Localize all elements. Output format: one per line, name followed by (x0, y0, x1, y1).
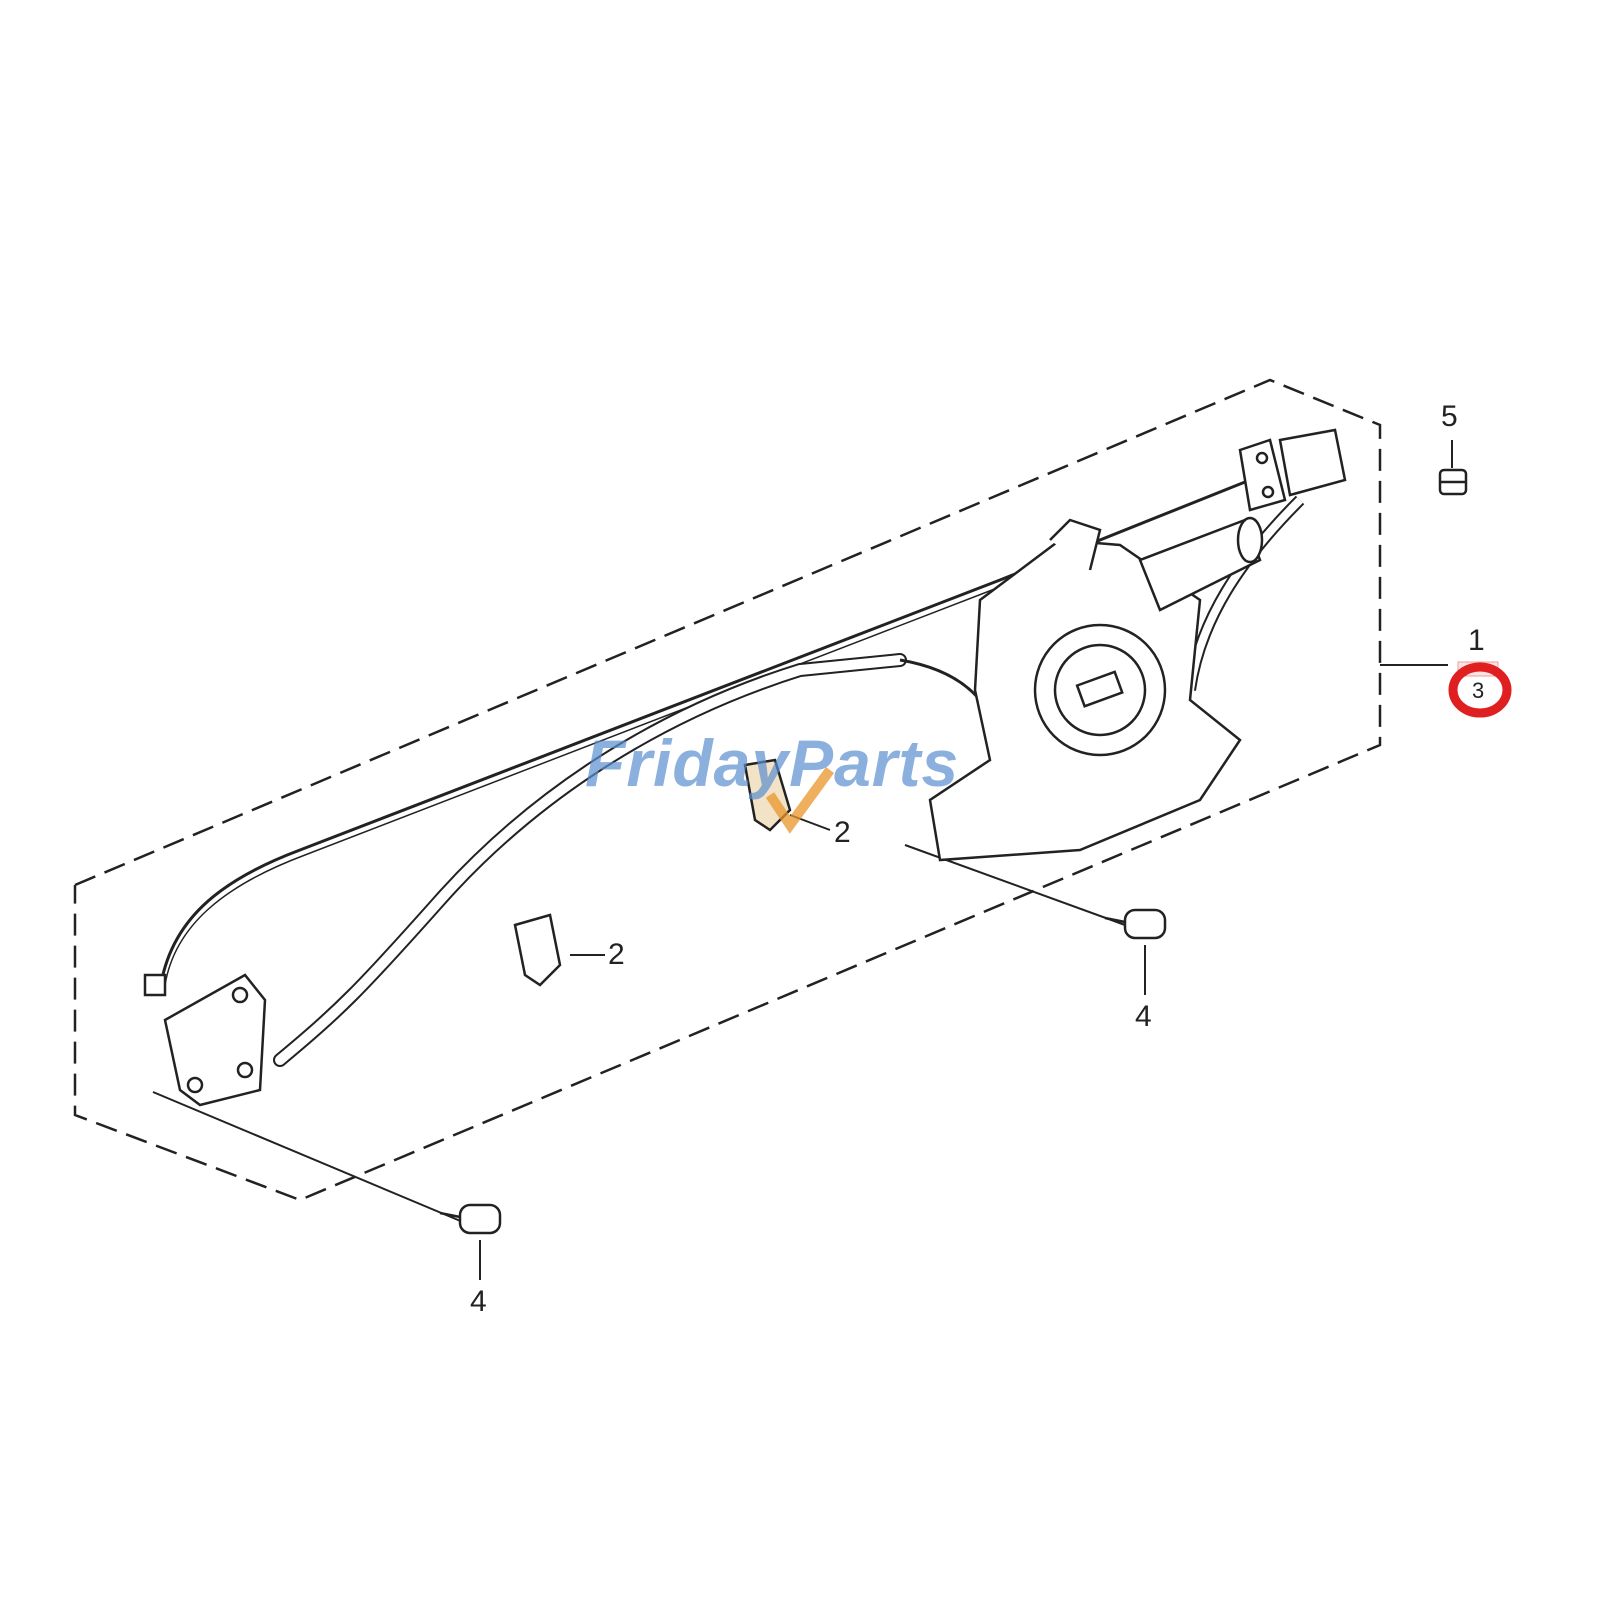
rear-bracket (1238, 428, 1347, 512)
callout-part-5: 5 (1441, 400, 1458, 433)
callout-part-4-right: 4 (1135, 1000, 1152, 1033)
callout-part-4-left: 4 (470, 1285, 487, 1318)
assembly-dashed-outline (73, 378, 1382, 1202)
bolt-part5 (1438, 468, 1468, 496)
bolt-part4-right (1104, 908, 1167, 940)
door-motor-unit (928, 516, 1264, 862)
callout-part-1: 1 (1468, 624, 1485, 657)
callout-part-2-upper: 2 (834, 816, 851, 849)
callout-part-2-lower: 2 (608, 938, 625, 971)
bolt-part4-left (439, 1203, 502, 1235)
cables (158, 478, 1305, 1067)
leader-lines (152, 440, 1453, 1280)
bolt-icons (439, 468, 1468, 1235)
part3-highlight-circle (1448, 662, 1512, 718)
clip-part2-lower (513, 913, 562, 987)
front-bracket (143, 973, 267, 1107)
callout-part-3: 3 (1472, 678, 1485, 703)
watermark-check-mark (765, 767, 835, 834)
watermark-logo: FridayParts (585, 726, 960, 800)
